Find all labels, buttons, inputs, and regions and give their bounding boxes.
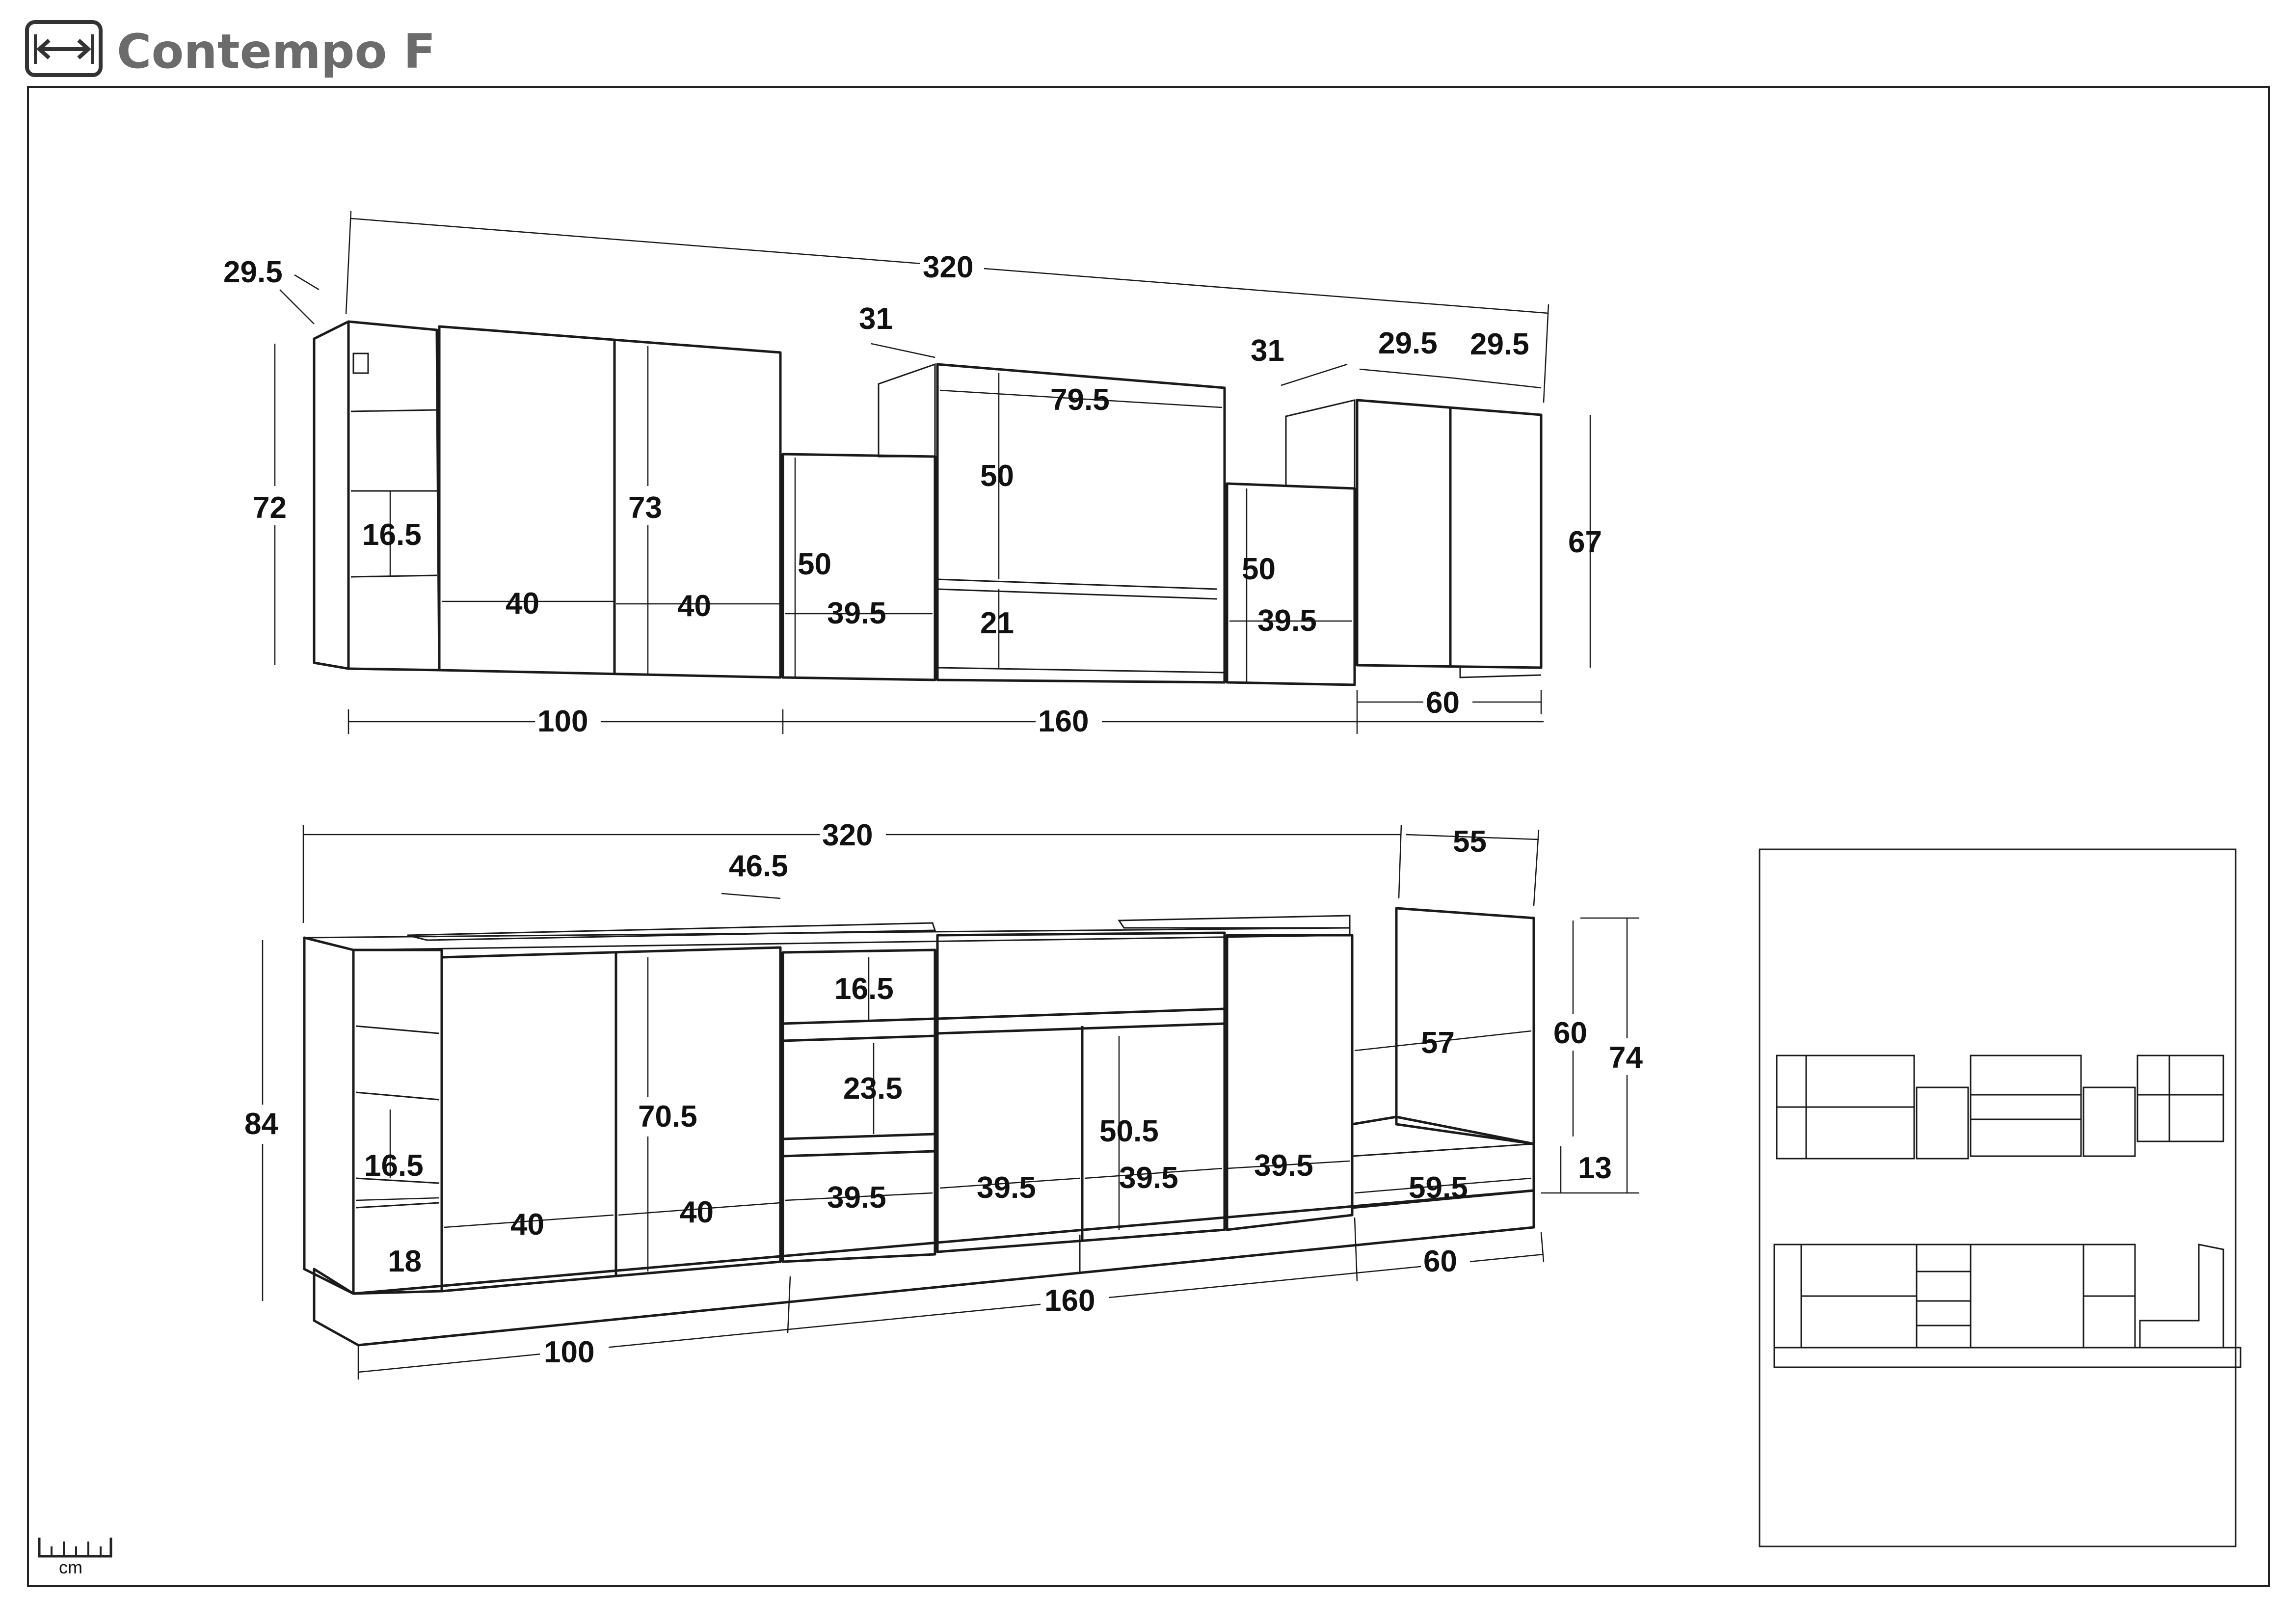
dim-section-right: 60 <box>1426 686 1460 720</box>
dim-drawer-top: 16.5 <box>834 972 894 1006</box>
dim-base-door-w1: 40 <box>510 1208 544 1242</box>
scale-unit-label: cm <box>59 1557 82 1577</box>
top-view <box>313 320 1543 686</box>
ruler-icon <box>38 1538 112 1558</box>
dim-door-height: 73 <box>628 491 662 525</box>
dim-shelf-gap: 16.5 <box>362 518 422 552</box>
dim-base-section-left: 100 <box>544 1335 594 1369</box>
base-mid-doors <box>936 931 1226 1253</box>
dim-depth-right-b: 29.5 <box>1378 326 1438 360</box>
dim-height-right-base: 74 <box>1609 1041 1643 1075</box>
dim-side-depth: 55 <box>1453 825 1487 859</box>
dim-base-door-height-mid: 50.5 <box>1099 1114 1159 1148</box>
top-view-dimensions <box>274 211 1591 734</box>
dim-section-mid: 160 <box>1038 704 1089 738</box>
dim-base-door-height: 70.5 <box>638 1100 697 1134</box>
inset-upper-thumb <box>1776 1055 2224 1160</box>
shelf-unit-left <box>313 320 441 672</box>
dim-base-door-w2: 40 <box>680 1195 714 1229</box>
width-measure-icon <box>25 20 103 77</box>
inset-lower-thumb <box>1773 1244 2242 1368</box>
dim-plinth: 13 <box>1578 1151 1612 1185</box>
base-right-door <box>1226 934 1354 1231</box>
dim-base-shelf-gap: 16.5 <box>364 1149 424 1183</box>
header: Contempo F <box>25 20 435 79</box>
dim-low-width-b: 39.5 <box>1257 604 1317 638</box>
dim-depth-right-a: 31 <box>1251 334 1284 368</box>
drawer-stack <box>781 948 936 1263</box>
top-view-labels: 320 29.5 31 31 29.5 29.5 72 16.5 40 40 7… <box>223 245 1602 741</box>
inset-preview <box>1759 848 2242 1547</box>
dim-base-door-w4: 39.5 <box>1119 1161 1178 1195</box>
dim-top-depth: 46.5 <box>729 849 788 883</box>
side-panel <box>1395 907 1535 1145</box>
tall-cabinet <box>438 325 782 679</box>
dim-open-width: 79.5 <box>1050 383 1110 417</box>
bottom-view-labels: 320 55 46.5 84 16.5 18 40 40 70.5 16.5 2… <box>240 815 1652 1372</box>
dim-base-door-w5: 39.5 <box>1254 1149 1313 1183</box>
dim-depth-mid: 31 <box>859 302 893 336</box>
dim-base-section-mid: 160 <box>1044 1284 1095 1318</box>
dim-drawer-mid: 23.5 <box>843 1072 903 1106</box>
dim-low-width-a: 39.5 <box>827 596 886 630</box>
drawing-frame <box>27 86 2270 1587</box>
cabinet-right <box>1356 399 1543 669</box>
dim-base-gap: 18 <box>388 1245 422 1278</box>
dim-low-height-b: 50 <box>1242 552 1276 586</box>
dim-overall-width: 320 <box>923 250 973 284</box>
dim-height-right: 67 <box>1568 525 1602 559</box>
dim-height-left: 72 <box>253 491 287 525</box>
dim-panel-height: 60 <box>1553 1016 1587 1050</box>
plinth <box>313 1189 1535 1347</box>
dim-open-bottom: 21 <box>980 606 1014 640</box>
open-wall-unit <box>936 363 1226 684</box>
bottom-view-dimensions <box>262 824 1639 1380</box>
dim-door-w2: 40 <box>677 589 711 623</box>
page-title: Contempo F <box>117 24 435 79</box>
dim-base-door-w3: 39.5 <box>977 1171 1036 1205</box>
dim-door-w1: 40 <box>506 587 539 621</box>
inset-frame <box>1759 848 2237 1547</box>
low-cabinet-a <box>781 453 936 681</box>
dim-section-left: 100 <box>537 704 588 738</box>
dim-low-height-a: 50 <box>798 547 831 581</box>
bench <box>1351 1115 1535 1209</box>
dim-base-section-right: 60 <box>1423 1245 1457 1278</box>
bottom-view <box>303 907 1535 1347</box>
dim-depth-right-c: 29.5 <box>1470 327 1529 361</box>
dim-bench-width: 59.5 <box>1409 1171 1468 1205</box>
dim-depth-left: 29.5 <box>223 255 283 289</box>
dim-bench-height: 57 <box>1421 1026 1455 1060</box>
base-tall-doors <box>440 946 782 1293</box>
dim-height-total: 84 <box>244 1107 278 1141</box>
dim-base-overall-width: 320 <box>822 818 873 852</box>
dim-drawer-width: 39.5 <box>827 1181 886 1215</box>
dim-open-height: 50 <box>980 459 1014 493</box>
shelf-unit-base <box>303 936 443 1295</box>
